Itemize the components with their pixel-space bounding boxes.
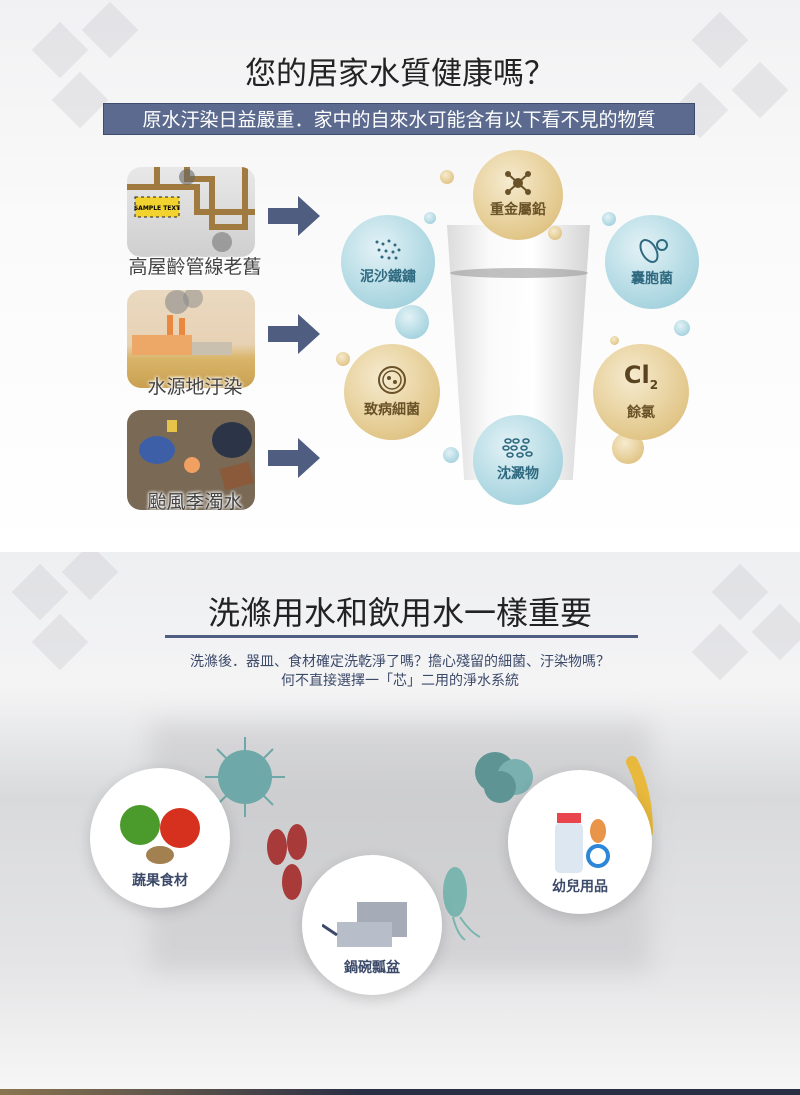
arrow-right-icon xyxy=(268,196,320,236)
arrow-right-icon xyxy=(268,314,320,354)
description-line-2: 何不直接選擇一「芯」二用的淨水系統 xyxy=(281,673,519,689)
bubble-residual-chlorine: Cl2 餘氯 xyxy=(593,344,689,440)
baby-bottle-icon xyxy=(555,813,610,873)
section-title: 洗滌用水和飲用水一樣重要 xyxy=(207,594,592,632)
item-label: 蔬果食材 xyxy=(132,873,188,889)
item-baby-products: 幼兒用品 xyxy=(508,770,652,914)
bubble-precipitate: 沈澱物 xyxy=(473,415,563,505)
particles-icon xyxy=(375,239,401,260)
bubble-cyst: 囊胞菌 xyxy=(605,215,699,309)
divider xyxy=(165,635,638,638)
contaminant-label: 沈澱物 xyxy=(497,466,539,482)
item-label: 鍋碗瓢盆 xyxy=(344,960,400,976)
section-title: 您的居家水質健康嗎？ xyxy=(245,56,555,92)
item-produce: 蔬果食材 xyxy=(90,768,230,908)
bottom-strip xyxy=(0,1089,800,1095)
sediment-icon xyxy=(502,438,533,458)
description-line-1: 洗滌後．器皿、食材確定洗乾淨了嗎？擔心殘留的細菌、汙染物嗎？ xyxy=(190,654,610,670)
contaminant-label: 泥沙鐵鏽 xyxy=(360,269,416,285)
source-label-pollution: 水源地汙染 xyxy=(147,376,243,398)
flood-debris-icon xyxy=(139,420,255,491)
water-quality-section: 您的居家水質健康嗎？ 原水汙染日益嚴重．家中的自來水可能含有以下看不見的物質 S… xyxy=(0,0,800,552)
contaminant-label: 致病細菌 xyxy=(364,402,420,418)
washing-water-section: 洗滌用水和飲用水一樣重要 洗滌後．器皿、食材確定洗乾淨了嗎？擔心殘留的細菌、汙染… xyxy=(0,552,800,1095)
contaminant-label: 重金屬鉛 xyxy=(490,202,546,218)
bubble-pathogenic-bacteria: 致病細菌 xyxy=(344,344,440,440)
chlorine-symbol: Cl2 xyxy=(623,361,659,392)
sample-sign-text: SAMPLE TEXT xyxy=(134,205,181,212)
pipes-icon: SAMPLE TEXT xyxy=(127,167,255,252)
vegetables-icon xyxy=(120,805,200,864)
bubble-heavy-metal: 重金屬鉛 xyxy=(473,150,563,240)
source-label-flood: 颱風季濁水 xyxy=(147,491,243,513)
item-label: 幼兒用品 xyxy=(552,879,608,895)
old-pipes-image: SAMPLE TEXT xyxy=(127,167,255,257)
sausage-bacteria-icon xyxy=(267,824,307,900)
flood-image xyxy=(127,410,255,510)
molecule-icon xyxy=(505,171,531,195)
petri-dish-icon xyxy=(378,366,406,394)
pollution-image xyxy=(127,290,255,388)
contaminant-label: 餘氯 xyxy=(627,404,655,421)
source-label-old-pipes: 高屋齡管線老舊 xyxy=(128,256,262,278)
flagella-bacteria-icon xyxy=(443,867,481,941)
water-surface xyxy=(450,268,588,278)
contaminant-label: 囊胞菌 xyxy=(631,271,673,287)
arrow-right-icon xyxy=(268,438,320,478)
factory-icon xyxy=(132,290,232,355)
item-cookware: 鍋碗瓢盆 xyxy=(302,855,442,995)
bacteria-icon xyxy=(639,239,668,263)
bubble-sediment-rust: 泥沙鐵鏽 xyxy=(341,215,435,309)
pots-icon xyxy=(322,902,407,947)
germ-cluster-icon xyxy=(475,752,533,803)
virus-icon xyxy=(205,737,285,817)
banner: 原水汙染日益嚴重．家中的自來水可能含有以下看不見的物質 xyxy=(103,103,695,135)
